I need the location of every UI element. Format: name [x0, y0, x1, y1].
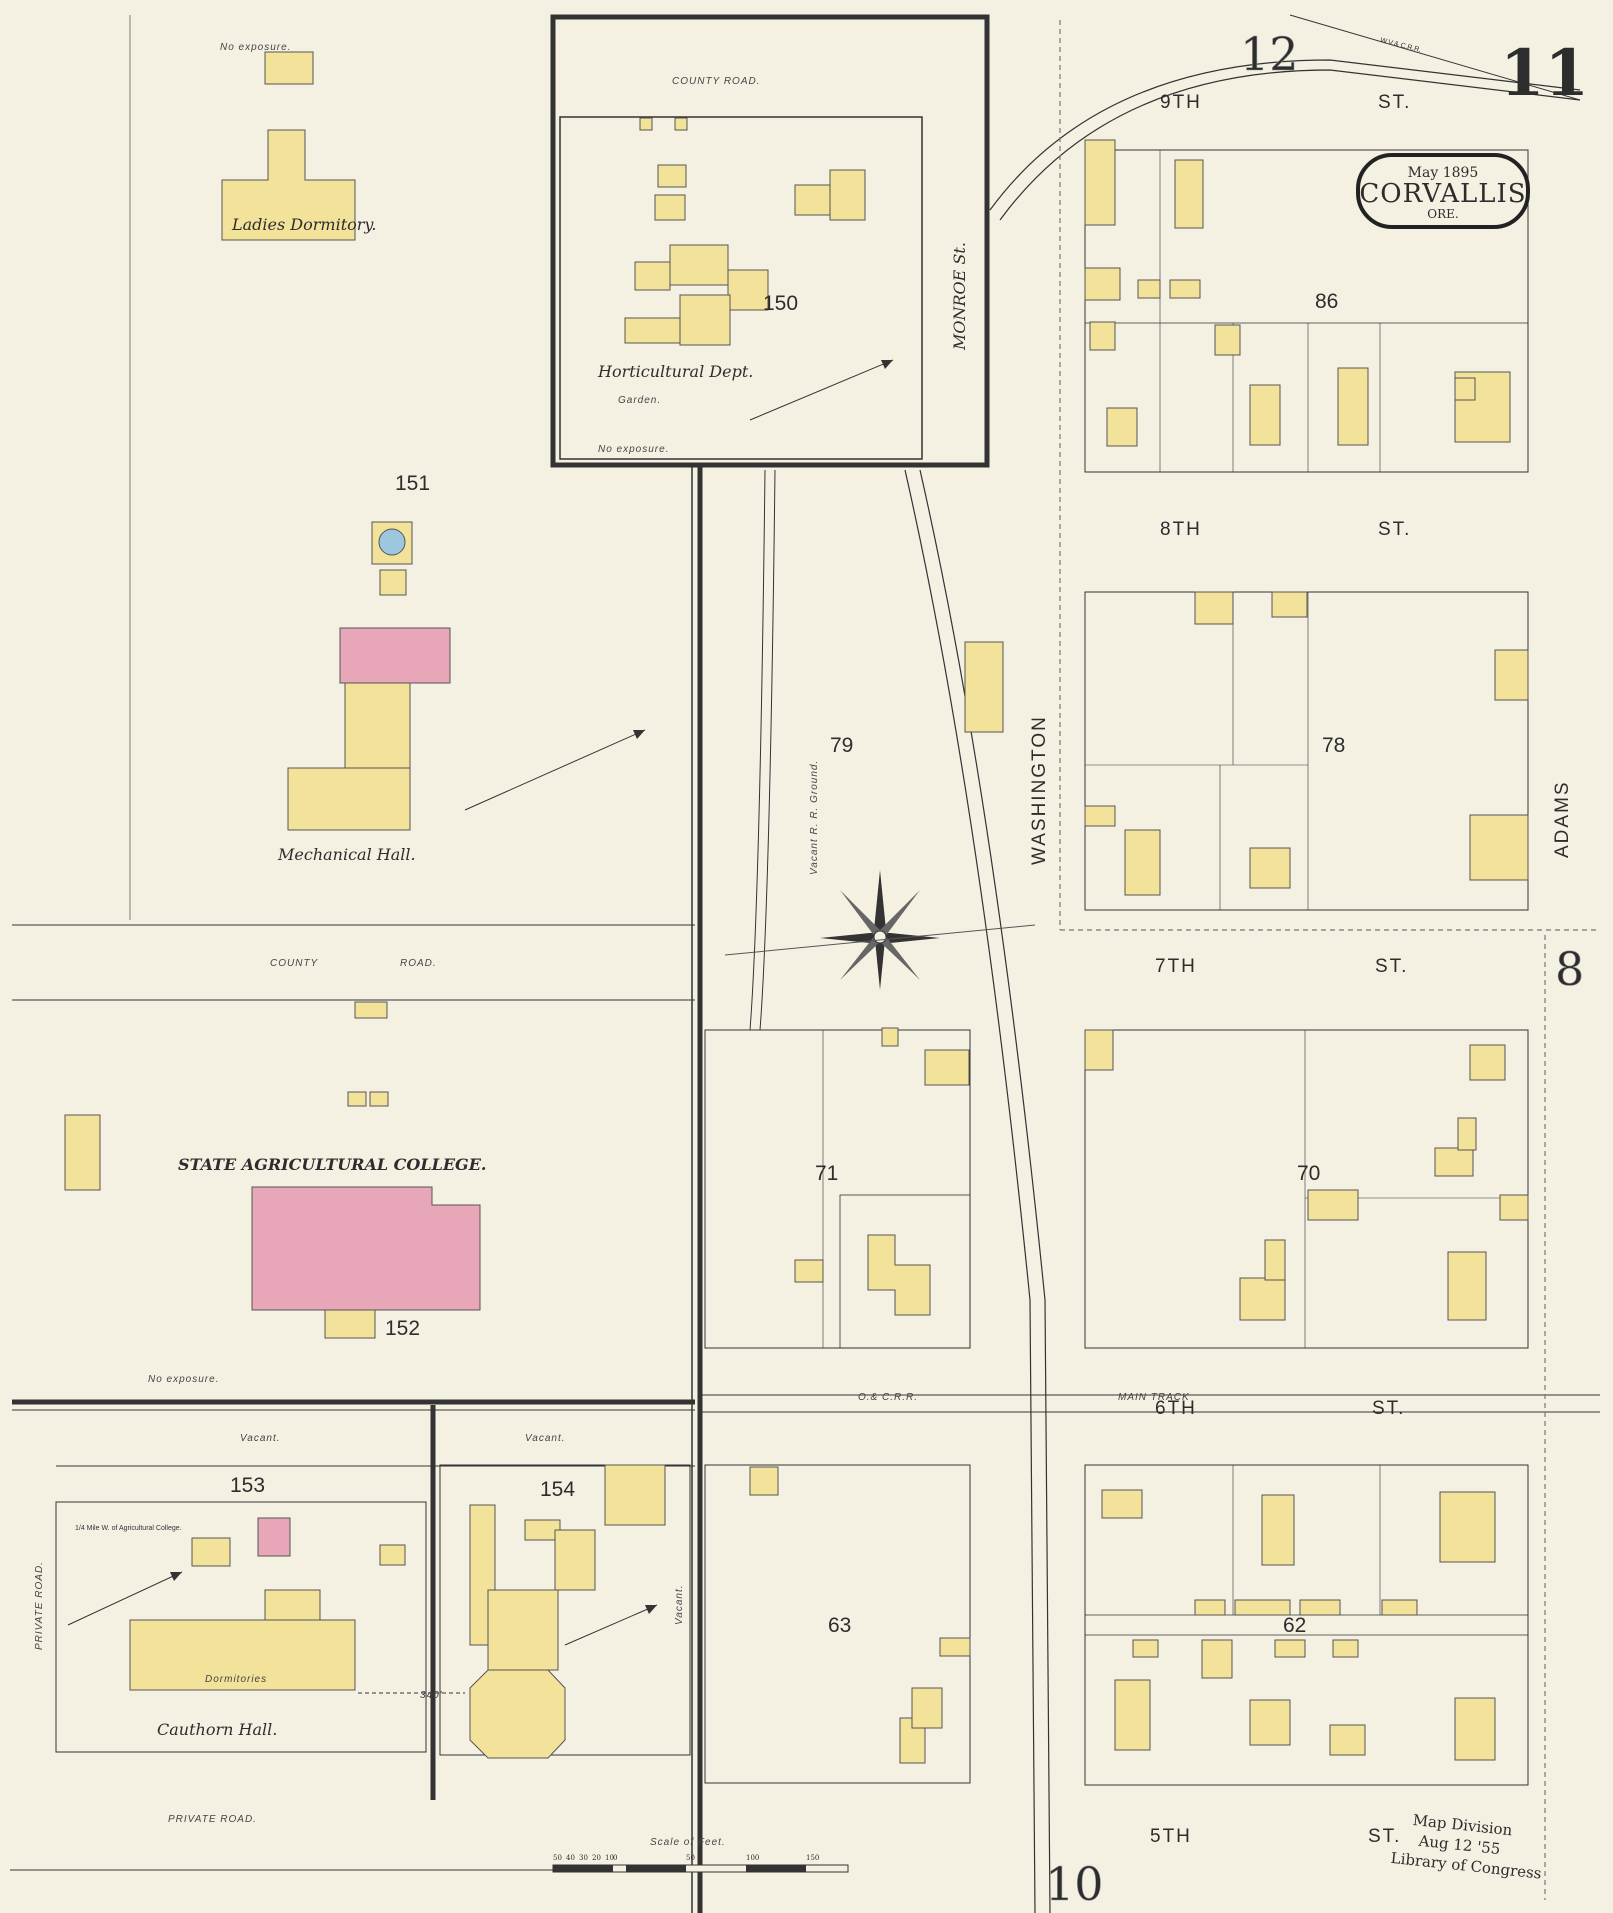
adjacent-sheet-right: 8 — [1555, 942, 1584, 996]
block-71-buildings — [794, 1027, 970, 1316]
block-62-buildings — [1101, 1489, 1496, 1761]
block-154-buildings — [469, 1464, 666, 1759]
street-county-road-top: COUNTY ROAD. — [672, 76, 761, 87]
street-washington: WASHINGTON — [1029, 715, 1050, 865]
ladies-dormitory-building — [221, 51, 356, 241]
block-150: 150 — [763, 292, 798, 315]
label-main-track: MAIN TRACK — [1118, 1392, 1190, 1403]
street-5th-st: ST. — [1368, 1826, 1401, 1847]
label-garden: Garden. — [618, 395, 661, 406]
street-6th: 6TH — [1155, 1398, 1197, 1419]
label-vacant-rr: Vacant R. R. Ground. — [809, 760, 820, 875]
block-70-buildings — [1084, 1029, 1529, 1321]
block-154: 154 — [540, 1478, 575, 1501]
scale-tick-label: 20 — [592, 1854, 601, 1862]
mechanical-hall-building — [287, 521, 451, 831]
street-private-road-bottom: PRIVATE ROAD. — [168, 1814, 257, 1825]
street-5th: 5TH — [1150, 1826, 1192, 1847]
street-7th: 7TH — [1155, 956, 1197, 977]
block-63-buildings — [749, 1466, 971, 1764]
block-152: 152 — [385, 1317, 420, 1340]
label-rr-line: O.& C.R.R. — [858, 1392, 918, 1403]
label-vacant-154: Vacant. — [525, 1433, 566, 1444]
block-151: 151 — [395, 472, 430, 495]
scale-tick-label: 150 — [806, 1854, 819, 1862]
block-86-buildings — [1084, 139, 1511, 447]
label-state-college: STATE AGRICULTURAL COLLEGE. — [178, 1155, 486, 1174]
scale-tick-label: 30 — [579, 1854, 588, 1862]
label-ladies-dormitory: Ladies Dormitory. — [231, 215, 376, 234]
street-8th-st: ST. — [1378, 519, 1411, 540]
scale-title: Scale of Feet. — [650, 1837, 726, 1848]
scale-tick-label: 0 — [613, 1854, 617, 1862]
scale-tick-label: 100 — [746, 1854, 759, 1862]
block-79: 79 — [830, 734, 853, 757]
scale-tick-label: 50 — [553, 1854, 562, 1862]
label-no-exposure-low: No exposure. — [148, 1374, 219, 1385]
horticultural-buildings — [624, 117, 866, 346]
scale-tick-label: 10 — [605, 1854, 614, 1862]
label-horticultural: Horticultural Dept. — [597, 362, 753, 381]
label-no-exposure-top: No exposure. — [220, 42, 291, 53]
block-62: 62 — [1283, 1614, 1306, 1637]
street-monroe: MONROE St. — [950, 242, 969, 351]
label-cauthorn-hall: Cauthorn Hall. — [157, 1720, 277, 1739]
block-153: 153 — [230, 1474, 265, 1497]
street-9th: 9TH — [1160, 92, 1202, 113]
street-7th-st: ST. — [1375, 956, 1408, 977]
adjacent-sheet-bottom: 10 — [1045, 1857, 1104, 1911]
street-9th-st: ST. — [1378, 92, 1411, 113]
cartouche-date: May 1895 — [1408, 165, 1479, 181]
label-dormitories: Dormitories — [205, 1674, 267, 1685]
block-78-buildings — [1084, 591, 1529, 896]
cauthorn-hall-building — [129, 1517, 406, 1691]
scale-tick-label: 40 — [566, 1854, 575, 1862]
label-distance-340: 340' — [420, 1690, 443, 1701]
cartouche: May 1895 CORVALLIS ORE. — [1356, 153, 1530, 229]
label-mile-note: 1/4 Mile W. of Agricultural College. — [75, 1525, 182, 1532]
street-adams: ADAMS — [1552, 780, 1573, 858]
cartouche-city: CORVALLIS — [1359, 179, 1526, 209]
street-county-road-mid-1: COUNTY — [270, 958, 319, 969]
label-mechanical-hall: Mechanical Hall. — [277, 845, 416, 864]
adjacent-sheet-top: 12 — [1240, 27, 1299, 81]
sheet-number: 11 — [1500, 36, 1589, 111]
street-6th-st: ST. — [1372, 1398, 1405, 1419]
block-71: 71 — [815, 1162, 838, 1185]
label-no-exposure-mid: No exposure. — [598, 444, 669, 455]
label-vacant-153: Vacant. — [240, 1433, 281, 1444]
street-8th: 8TH — [1160, 519, 1202, 540]
label-vacant-side: Vacant. — [674, 1584, 685, 1625]
street-private-road-left: PRIVATE ROAD. — [34, 1561, 45, 1650]
block-70: 70 — [1297, 1162, 1320, 1185]
block-63: 63 — [828, 1614, 851, 1637]
college-main-building — [64, 1001, 481, 1339]
street-county-road-mid-2: ROAD. — [400, 958, 437, 969]
compass-rose-icon — [724, 870, 1036, 990]
cartouche-state: ORE. — [1427, 207, 1458, 221]
block-78: 78 — [1322, 734, 1345, 757]
scale-tick-label: 50 — [686, 1854, 695, 1862]
block-86: 86 — [1315, 290, 1338, 313]
